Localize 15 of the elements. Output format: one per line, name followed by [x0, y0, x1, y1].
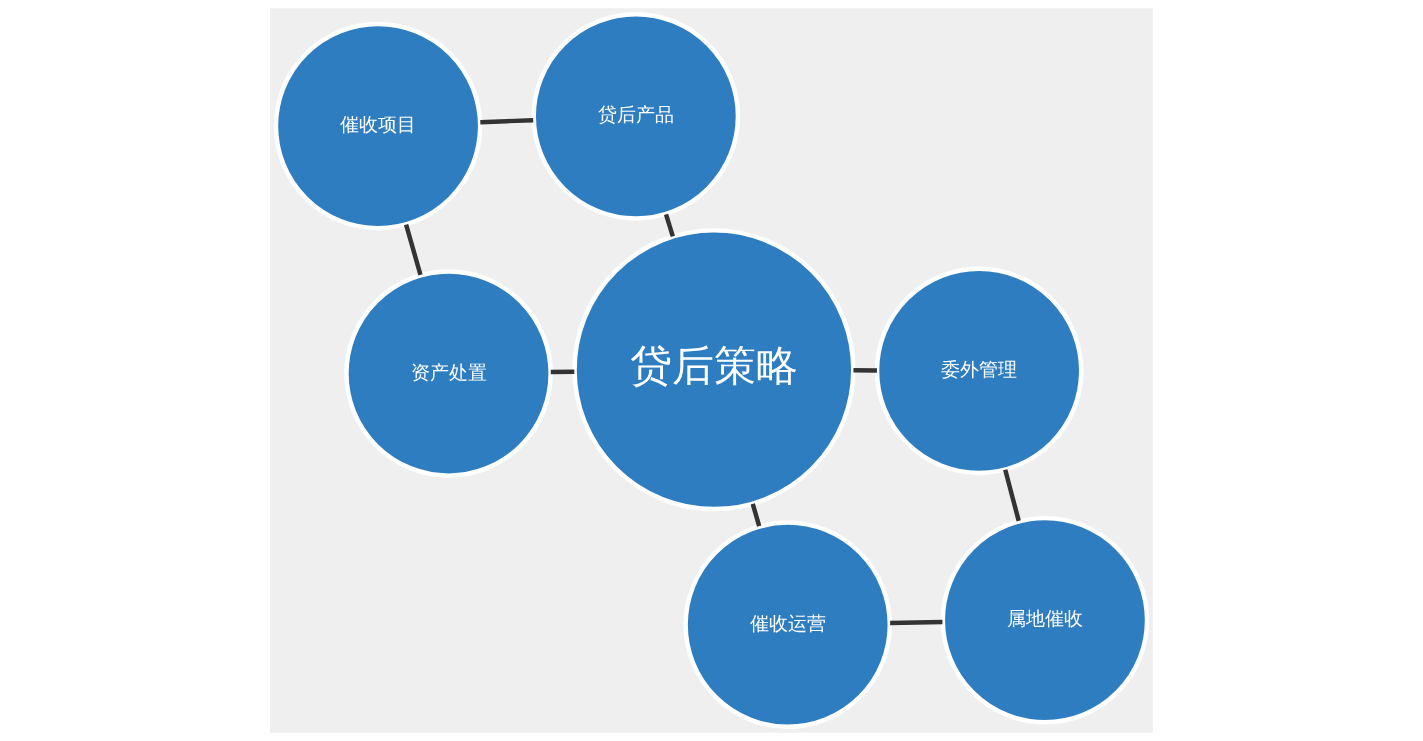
node-circle: 贷后策略	[572, 228, 856, 512]
connector	[663, 213, 675, 237]
node-circle: 属地催收	[940, 515, 1150, 725]
connector	[403, 223, 423, 276]
connector	[890, 619, 943, 626]
node-circle: 贷后产品	[531, 11, 741, 221]
node-circle: 催收项目	[273, 21, 483, 231]
node-circle: 资产处置	[344, 269, 553, 478]
node-circle: 委外管理	[874, 266, 1084, 476]
connector	[550, 369, 575, 375]
connector	[750, 503, 762, 527]
node-circle: 催收运营	[683, 520, 893, 730]
connector	[480, 117, 534, 125]
connector	[1003, 469, 1021, 522]
connector	[853, 368, 877, 373]
